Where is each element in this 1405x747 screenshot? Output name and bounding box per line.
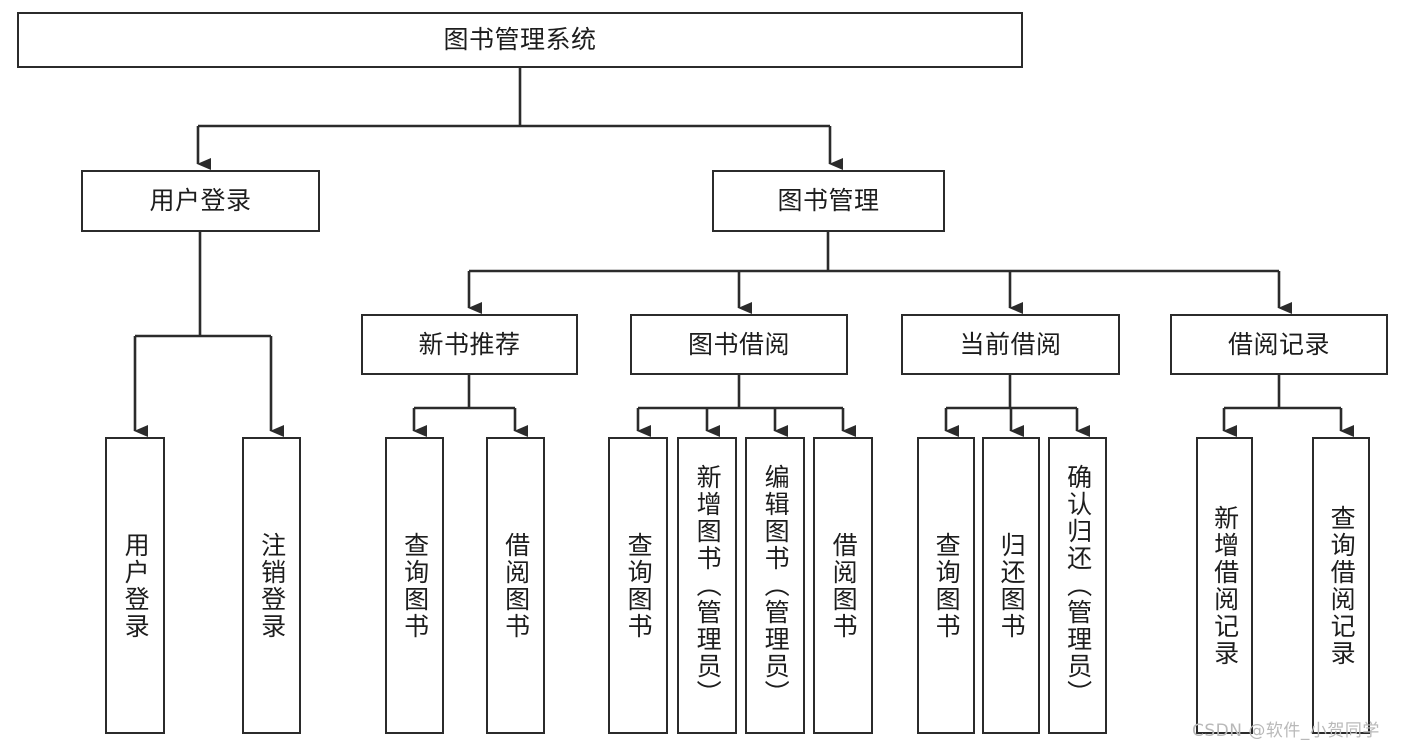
- node-label: 查询图书: [932, 531, 962, 640]
- node-new-book-recommend[interactable]: 新书推荐: [361, 314, 578, 375]
- node-label: 借阅记录: [1227, 329, 1330, 359]
- leaf-logout-login[interactable]: 注销登录: [242, 437, 301, 734]
- node-label: 用户登录: [149, 186, 252, 216]
- node-label: 注销登录: [257, 531, 287, 640]
- leaf-user-login[interactable]: 用户登录: [105, 437, 165, 734]
- node-label: 新增借阅记录: [1210, 504, 1240, 667]
- node-label: 图书借阅: [687, 329, 790, 359]
- node-label: 新增图书（管理员）: [693, 464, 723, 707]
- node-label: 当前借阅: [959, 329, 1062, 359]
- node-label: 查询图书: [400, 531, 430, 640]
- node-borrow-record[interactable]: 借阅记录: [1170, 314, 1388, 375]
- node-current-borrow[interactable]: 当前借阅: [901, 314, 1120, 375]
- leaf-confirm-return-admin[interactable]: 确认归还（管理员）: [1048, 437, 1107, 734]
- leaf-query-borrow-record[interactable]: 查询借阅记录: [1312, 437, 1370, 734]
- node-book-manage[interactable]: 图书管理: [712, 170, 945, 232]
- leaf-add-borrow-record[interactable]: 新增借阅记录: [1196, 437, 1253, 734]
- leaf-query-book-recommend[interactable]: 查询图书: [385, 437, 444, 734]
- node-label: 归还图书: [997, 531, 1027, 640]
- node-book-borrow[interactable]: 图书借阅: [630, 314, 848, 375]
- node-label: 编辑图书（管理员）: [761, 464, 791, 707]
- node-label: 用户登录: [121, 531, 151, 640]
- node-label: 借阅图书: [829, 531, 859, 640]
- node-root-system[interactable]: 图书管理系统: [17, 12, 1023, 68]
- node-label: 图书管理: [777, 186, 880, 216]
- node-label: 确认归还（管理员）: [1063, 464, 1093, 707]
- watermark-csdn: CSDN @软件_小贺同学: [1192, 721, 1380, 741]
- leaf-query-book-current[interactable]: 查询图书: [917, 437, 975, 734]
- node-label: 查询借阅记录: [1327, 504, 1357, 667]
- node-label: 查询图书: [624, 531, 654, 640]
- node-user-login[interactable]: 用户登录: [81, 170, 320, 232]
- node-label: 图书管理系统: [443, 25, 597, 55]
- leaf-return-book[interactable]: 归还图书: [982, 437, 1040, 734]
- leaf-edit-book-admin[interactable]: 编辑图书（管理员）: [745, 437, 805, 734]
- leaf-borrow-book-recommend[interactable]: 借阅图书: [486, 437, 545, 734]
- leaf-query-book-borrow[interactable]: 查询图书: [608, 437, 668, 734]
- leaf-borrow-book-borrow[interactable]: 借阅图书: [813, 437, 873, 734]
- node-label: 借阅图书: [501, 531, 531, 640]
- leaf-add-book-admin[interactable]: 新增图书（管理员）: [677, 437, 737, 734]
- node-label: 新书推荐: [418, 329, 521, 359]
